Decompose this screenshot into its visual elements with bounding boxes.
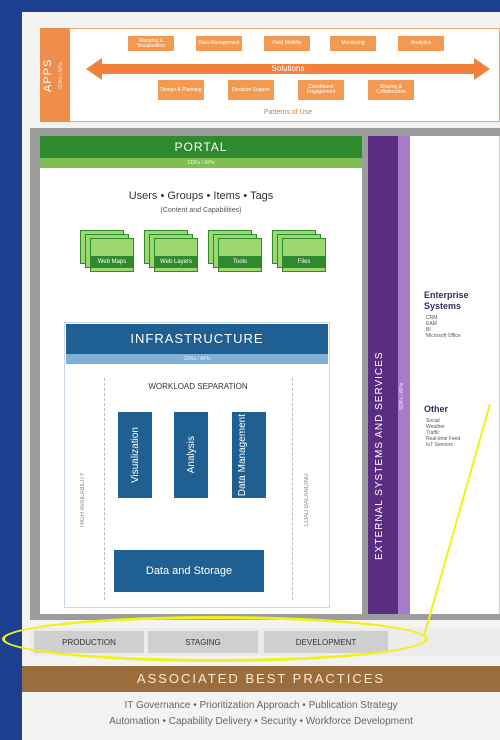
divider bbox=[292, 378, 293, 600]
app-box-5: Analytics bbox=[398, 36, 444, 51]
highlight-ellipse bbox=[2, 616, 428, 662]
stack-files: Files bbox=[272, 230, 326, 276]
infrastructure-subtitle: SDKs / APIs bbox=[66, 354, 328, 364]
list-item: Real-time Feed bbox=[426, 436, 461, 442]
visualization-label: Visualization bbox=[129, 427, 141, 483]
data-management-box: Data Management bbox=[232, 412, 266, 498]
list-item: IoT Sensors bbox=[426, 442, 453, 448]
external-systems-band: EXTERNAL SYSTEMS AND SERVICES bbox=[368, 136, 398, 614]
best-practices-line2: Automation • Capability Delivery • Secur… bbox=[109, 716, 413, 727]
list-item: BI bbox=[426, 327, 431, 333]
enterprise-list: CRM EAM BI Microsoft Office bbox=[426, 315, 461, 339]
stack-label: Web Maps bbox=[90, 256, 134, 268]
workload-separation-title: WORKLOAD SEPARATION bbox=[148, 382, 248, 391]
portal-content-sub: (Content and Capabilities) bbox=[160, 207, 242, 214]
data-management-label: Data Management bbox=[237, 413, 248, 497]
other-title: Other bbox=[424, 404, 449, 414]
stack-label: Web Layers bbox=[154, 256, 198, 268]
external-sdk-band: SDKs / APIs bbox=[398, 136, 410, 614]
solutions-arrow bbox=[100, 64, 476, 74]
data-storage-box: Data and Storage bbox=[114, 550, 264, 592]
external-title: EXTERNAL SYSTEMS AND SERVICES bbox=[374, 351, 385, 561]
app-box-7: Decision Support bbox=[228, 80, 274, 100]
app-box-3: Field Mobility bbox=[264, 36, 310, 51]
patterns-of-use-label: Patterns of Use bbox=[263, 109, 313, 116]
divider bbox=[104, 378, 105, 600]
other-list: Social Weather Traffic Real-time Feed Io… bbox=[426, 418, 460, 448]
apps-title: APPS bbox=[42, 58, 54, 92]
app-box-6: Design & Planning bbox=[158, 80, 204, 100]
stack-web-maps: Web Maps bbox=[80, 230, 134, 276]
visualization-box: Visualization bbox=[118, 412, 152, 498]
infrastructure-title: INFRASTRUCTURE bbox=[66, 324, 328, 354]
best-practices-line1: IT Governance • Prioritization Approach … bbox=[124, 700, 398, 711]
list-item: Traffic bbox=[426, 430, 440, 436]
analysis-label: Analysis bbox=[185, 436, 197, 474]
stack-label: Files bbox=[282, 256, 326, 268]
stack-label: Tools bbox=[218, 256, 262, 268]
solutions-label: Solutions bbox=[271, 64, 305, 73]
apps-subtitle: SDKs / APIs bbox=[58, 61, 64, 89]
stack-tools: Tools bbox=[208, 230, 262, 276]
enterprise-title: Enterprise Systems bbox=[424, 290, 469, 312]
app-box-8: Constituent Engagement bbox=[298, 80, 344, 100]
list-item: CRM bbox=[426, 315, 438, 321]
app-box-1: Mapping & Visualization bbox=[128, 36, 174, 51]
enterprise-title-line2: Systems bbox=[424, 301, 462, 311]
list-item: EAM bbox=[426, 321, 437, 327]
app-box-4: Monitoring bbox=[330, 36, 376, 51]
portal-subtitle: SDKs / APIs bbox=[40, 158, 362, 168]
portal-content-line: Users • Groups • Items • Tags bbox=[128, 190, 274, 202]
apps-side-label: APPS SDKs / APIs bbox=[40, 28, 70, 122]
high-availability-label: HIGH AVAILABILITY bbox=[80, 472, 86, 528]
arrow-left-icon bbox=[86, 58, 102, 80]
best-practices-title: ASSOCIATED BEST PRACTICES bbox=[22, 666, 500, 692]
enterprise-title-line1: Enterprise bbox=[424, 290, 469, 300]
external-subtitle: SDKs / APIs bbox=[399, 382, 405, 410]
analysis-box: Analysis bbox=[174, 412, 208, 498]
list-item: Weather bbox=[426, 424, 445, 430]
load-balancing-label: LOAD BALANCING bbox=[304, 473, 310, 527]
list-item: Microsoft Office bbox=[426, 333, 461, 339]
app-box-9: Sharing & Collaboration bbox=[368, 80, 414, 100]
app-box-2: Data Management bbox=[196, 36, 242, 51]
list-item: Social bbox=[426, 418, 440, 424]
portal-title: PORTAL bbox=[40, 136, 362, 158]
arrow-right-icon bbox=[474, 58, 490, 80]
stack-web-layers: Web Layers bbox=[144, 230, 198, 276]
highlight-pointer-line bbox=[423, 403, 491, 637]
